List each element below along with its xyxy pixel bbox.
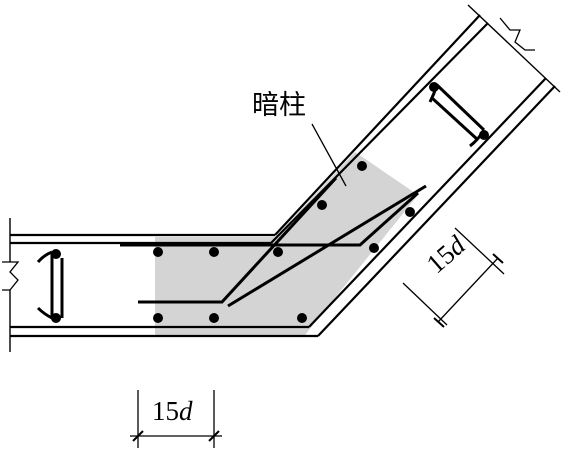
bottom-dimension-label: 15d: [152, 398, 193, 425]
diagonal-break-mark: [499, 17, 535, 51]
bottom-dimension: [130, 390, 222, 448]
column-label-leader: [311, 123, 347, 187]
left-stirrup: [36, 250, 64, 320]
bottom-dimension-symbol: d: [179, 396, 193, 426]
right-dimension: [402, 227, 505, 328]
hidden-column-label: 暗柱: [252, 90, 306, 121]
diagonal-wall-lines: [270, 4, 561, 337]
diagonal-stirrup: [428, 83, 486, 148]
left-break-mark: [2, 261, 20, 291]
bottom-dimension-number: 15: [152, 396, 179, 426]
rebar-dots: [51, 82, 489, 323]
anchorage-bars: [120, 176, 427, 308]
